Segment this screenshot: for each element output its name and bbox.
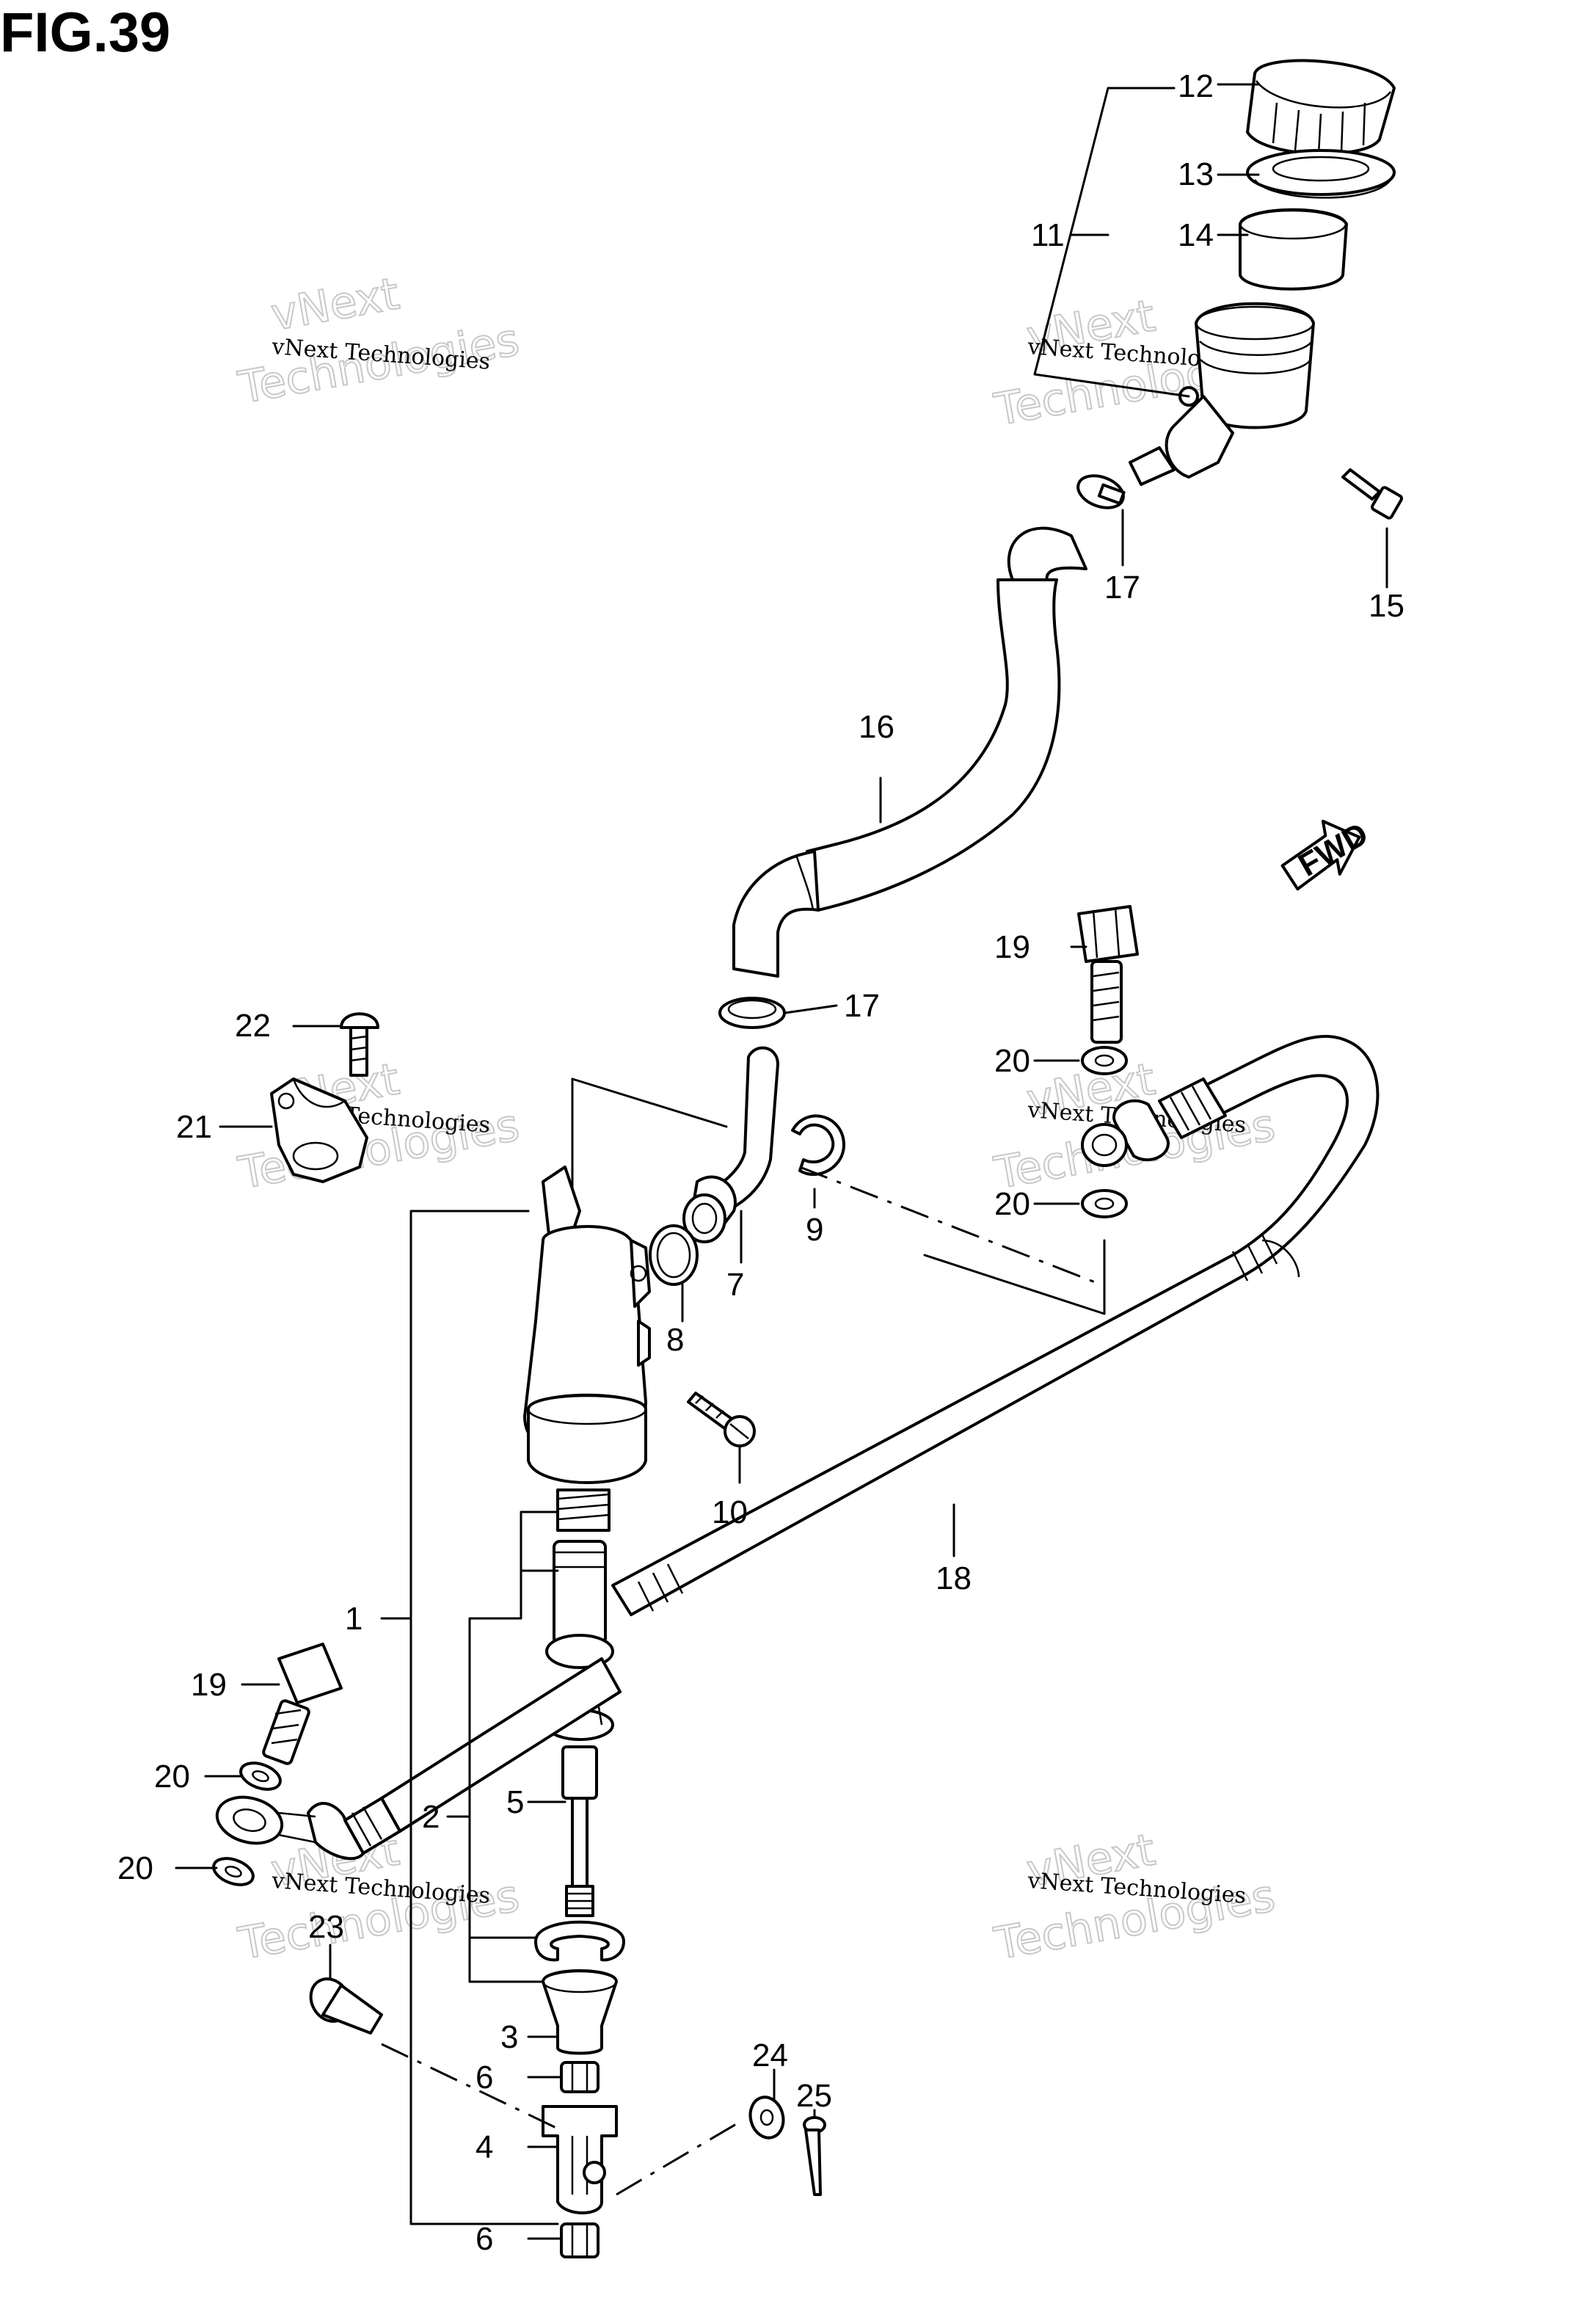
piston-assembly[interactable] <box>545 1540 614 1669</box>
clevis-4[interactable] <box>542 2105 618 2214</box>
screw-22[interactable] <box>340 1012 379 1077</box>
callout-11: 11 <box>1031 217 1065 253</box>
washer-24[interactable] <box>746 2093 788 2141</box>
callout-15: 15 <box>1369 588 1404 624</box>
callout-13: 13 <box>1178 156 1214 192</box>
callout-17-lower: 17 <box>844 988 880 1024</box>
callout-19-lower: 19 <box>191 1667 227 1703</box>
diaphragm-14[interactable] <box>1239 208 1348 291</box>
push-rod-5[interactable] <box>545 1701 614 1917</box>
callout-1: 1 <box>345 1601 362 1637</box>
reservoir-hose-16[interactable] <box>732 526 1087 978</box>
forward-arrow: FWD <box>1280 815 1374 891</box>
hose-clamp-21[interactable] <box>270 1077 368 1183</box>
o-ring-8[interactable] <box>649 1224 699 1286</box>
banjo-bolt-19-upper[interactable] <box>1077 905 1139 1044</box>
callout-19-upper: 19 <box>994 929 1030 965</box>
brake-hose-18[interactable] <box>212 1035 1380 1861</box>
cotter-pin-25[interactable] <box>803 2116 826 2196</box>
callout-4: 4 <box>475 2129 493 2165</box>
callout-20-lower-b: 20 <box>117 1850 153 1886</box>
hose-clamp-17-lower[interactable] <box>718 997 786 1029</box>
callout-20-upper-b: 20 <box>994 1186 1030 1222</box>
callout-18: 18 <box>936 1560 972 1596</box>
callout-6-lower: 6 <box>475 2221 493 2257</box>
washer-20-upper-a[interactable] <box>1081 1046 1128 1075</box>
watermark-text: vNext <box>267 268 403 341</box>
spring[interactable] <box>556 1488 611 1532</box>
callout-16: 16 <box>859 709 894 745</box>
callout-3: 3 <box>500 2019 518 2055</box>
nut-6-lower[interactable] <box>560 2222 600 2258</box>
clevis-pin-23[interactable] <box>303 1972 383 2035</box>
callout-9: 9 <box>806 1212 823 1248</box>
leader-lines <box>175 83 1388 2240</box>
master-cylinder-1[interactable] <box>523 1166 651 1484</box>
washer-20-upper-b[interactable] <box>1081 1189 1128 1218</box>
washer-20-lower-b[interactable] <box>210 1853 257 1889</box>
callout-14: 14 <box>1178 217 1214 253</box>
callout-23: 23 <box>308 1909 344 1945</box>
callout-24: 24 <box>752 2037 788 2073</box>
snap-ring-3[interactable] <box>534 1920 625 1962</box>
hose-joint-7[interactable] <box>682 1046 779 1243</box>
circlip-9[interactable] <box>791 1114 845 1176</box>
callout-17-upper: 17 <box>1104 570 1140 606</box>
reservoir-cap-12[interactable] <box>1246 59 1396 156</box>
nut-6-upper[interactable] <box>560 2061 600 2093</box>
callout-22: 22 <box>235 1008 271 1044</box>
callout-25: 25 <box>796 2078 832 2114</box>
diaphragm-plate-13[interactable] <box>1246 149 1396 199</box>
washer-20-lower-a[interactable] <box>237 1758 284 1794</box>
reservoir-tank[interactable] <box>1129 302 1315 486</box>
callout-10: 10 <box>712 1494 748 1530</box>
callout-20-upper-a: 20 <box>994 1043 1030 1079</box>
callout-5: 5 <box>506 1784 524 1820</box>
callout-12: 12 <box>1178 68 1214 104</box>
callout-21: 21 <box>176 1109 212 1145</box>
bolt-10[interactable] <box>687 1392 756 1447</box>
boot-3[interactable] <box>542 1969 618 2055</box>
callout-6-upper: 6 <box>475 2060 493 2095</box>
callout-20-lower-a: 20 <box>154 1759 190 1795</box>
hose-clamp-17-upper[interactable] <box>1074 470 1128 513</box>
reservoir-bolt-15[interactable] <box>1341 468 1404 520</box>
callout-2: 2 <box>422 1799 440 1835</box>
figure-title: FIG.39 <box>0 1 171 64</box>
callout-7: 7 <box>726 1267 744 1303</box>
callout-8: 8 <box>666 1322 684 1358</box>
banjo-bolt-19-lower[interactable] <box>262 1643 343 1765</box>
centerline-group <box>381 1077 1101 2196</box>
callout-labels: 12 13 14 11 15 17 16 17 19 20 20 9 7 8 1… <box>117 68 1404 2257</box>
